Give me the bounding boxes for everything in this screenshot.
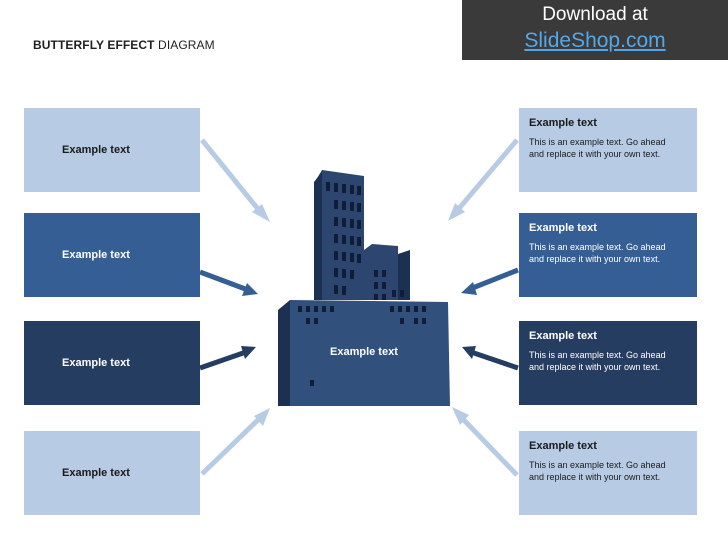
banner-line1: Download at [542,4,648,25]
left-box-4-label: Example text [62,467,130,479]
arrow-left-4 [200,414,264,476]
left-box-4: Example text [24,431,200,515]
right-box-3-body: This is an example text. Go ahead and re… [529,350,666,372]
download-banner[interactable]: Download at SlideShop.com [462,0,728,60]
left-box-3-label: Example text [62,357,130,369]
right-box-1-heading: Example text [529,117,597,129]
arrow-left-2-head [242,283,258,296]
arrow-left-3 [199,349,247,371]
left-box-3: Example text [24,321,200,405]
left-box-1: Example text [24,108,200,192]
left-box-1-label: Example text [62,144,130,156]
right-box-2: Example text This is an example text. Go… [519,213,697,297]
right-box-4-heading: Example text [529,440,597,452]
arrow-right-4-head [452,407,469,425]
arrow-left-1-head [252,204,270,222]
right-box-3-heading: Example text [529,330,597,342]
building-icon [278,170,450,406]
arrow-right-1 [454,138,519,214]
title-normal: DIAGRAM [158,38,215,52]
right-box-1: Example text This is an example text. Go… [519,108,697,192]
right-box-3: Example text This is an example text. Go… [519,321,697,405]
left-box-2: Example text [24,213,200,297]
right-box-2-heading: Example text [529,222,597,234]
arrow-left-4-head [254,408,270,426]
center-label: Example text [330,346,398,358]
arrow-right-3-head [462,346,476,359]
arrow-right-2 [469,267,519,292]
arrows [199,138,519,477]
arrow-right-2-head [461,282,477,295]
arrow-left-1 [200,138,264,216]
title-bold: BUTTERFLY EFFECT [33,38,155,52]
banner-link[interactable]: SlideShop.com [524,29,666,52]
page-title: BUTTERFLY EFFECT DIAGRAM [33,38,215,52]
arrow-left-2 [199,269,249,293]
arrow-right-3 [470,349,519,371]
right-box-4: Example text This is an example text. Go… [519,431,697,515]
arrow-left-3-head [241,346,256,359]
right-box-4-body: This is an example text. Go ahead and re… [529,460,666,482]
left-box-2-label: Example text [62,249,130,261]
arrow-right-1-head [448,203,465,221]
right-box-2-body: This is an example text. Go ahead and re… [529,242,666,264]
arrow-right-4 [458,414,519,477]
right-box-1-body: This is an example text. Go ahead and re… [529,137,666,159]
